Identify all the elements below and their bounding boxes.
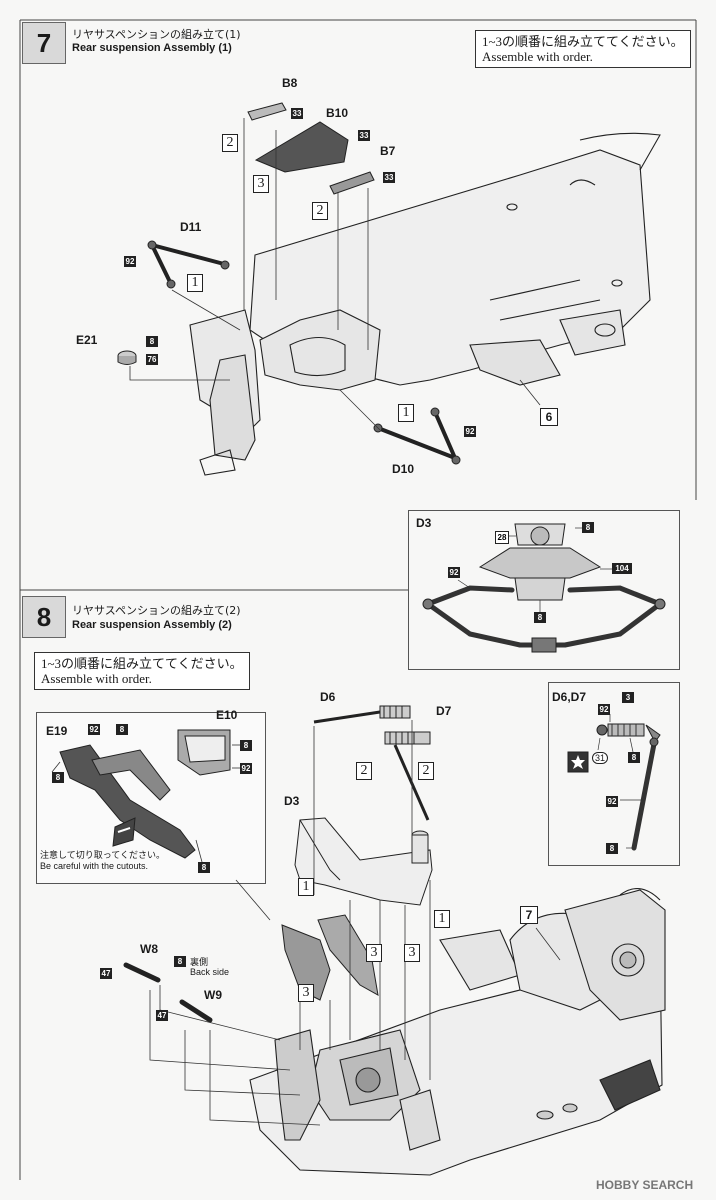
part-d3-label: D3 (284, 794, 300, 808)
ref-step-7: 7 (520, 906, 538, 924)
back-side-jp: 裏側 (190, 958, 209, 968)
order-mark-b7: 2 (312, 202, 328, 220)
b10-color-code: 33 (358, 130, 370, 141)
d3-code-8-bottom: 8 (534, 612, 546, 623)
b7-color-code: 33 (383, 172, 395, 183)
e19-code-92: 92 (88, 724, 100, 735)
order-mark-3-left: 3 (298, 984, 314, 1002)
d6d7-code-92-bottom: 92 (606, 796, 618, 807)
step7-order-note: 1~3の順番に組み立ててください。 Assemble with order. (475, 30, 691, 68)
d3-code-104: 104 (612, 563, 632, 574)
part-d10-label: D10 (392, 462, 415, 476)
step7-note-jp: 1~3の順番に組み立ててください。 (482, 34, 684, 49)
d3-code-92: 92 (448, 567, 460, 578)
order-mark-b10: 3 (253, 175, 269, 193)
ref-step-6: 6 (540, 408, 558, 426)
d6d7-code-8-bottom: 8 (606, 843, 618, 854)
part-b7-label: B7 (380, 144, 396, 158)
step7-title-en: Rear suspension Assembly (1) (72, 42, 232, 54)
w8-code-47: 47 (100, 968, 112, 979)
step7-title-jp: リヤサスペンションの組み立て(1) (72, 28, 241, 41)
d6d7-code-31: 31 (592, 752, 609, 764)
d3-code-8-top: 8 (582, 522, 594, 533)
step8-title-jp: リヤサスペンションの組み立て(2) (72, 604, 241, 617)
d11-color-code: 92 (124, 256, 136, 267)
order-mark-d3-b: 1 (434, 910, 450, 928)
e21-color-code-a: 8 (146, 336, 158, 347)
w8-code-8: 8 (174, 956, 186, 967)
part-e21-label: E21 (76, 333, 98, 347)
order-mark-d7: 2 (418, 762, 434, 780)
order-mark-b8: 2 (222, 134, 238, 152)
part-e19-label: E19 (46, 724, 68, 738)
step8-order-note: 1~3の順番に組み立ててください。 Assemble with order. (34, 652, 250, 690)
step7-note-en: Assemble with order. (482, 49, 593, 64)
order-mark-d6: 2 (356, 762, 372, 780)
part-d6-label: D6 (320, 690, 336, 704)
order-mark-d3-a: 1 (298, 878, 314, 896)
order-mark-d11: 1 (187, 274, 203, 292)
b8-color-code: 33 (291, 108, 303, 119)
part-b8-label: B8 (282, 76, 298, 90)
d3-code-28: 28 (495, 531, 509, 544)
step8-number: 8 (22, 596, 66, 638)
d6d7-inset-box (548, 682, 680, 866)
part-b10-label: B10 (326, 106, 349, 120)
step8-note-en: Assemble with order. (41, 671, 152, 686)
step8-title-en: Rear suspension Assembly (2) (72, 619, 232, 631)
e21-color-code-b: 76 (146, 354, 158, 365)
order-mark-d10: 1 (398, 404, 414, 422)
step8-note-jp: 1~3の順番に組み立ててください。 (41, 656, 243, 671)
e10-code-8-a: 8 (240, 740, 252, 751)
d6d7-code-3: 3 (622, 692, 634, 703)
order-mark-3-mid-a: 3 (366, 944, 382, 962)
cutout-note-en: Be careful with the cutouts. (40, 861, 149, 871)
part-w9-label: W9 (204, 988, 222, 1002)
e10-code-92: 92 (240, 763, 252, 774)
d6d7-code-8-mid: 8 (628, 752, 640, 763)
part-d11-label: D11 (180, 220, 202, 234)
w9-code-47: 47 (156, 1010, 168, 1021)
d6d7-inset-title: D6,D7 (552, 690, 587, 704)
cutout-note-jp: 注意して切り取ってください。 (40, 851, 166, 861)
e19-code-8-b: 8 (52, 772, 64, 783)
part-e10-label: E10 (216, 708, 238, 722)
e19-code-8-a: 8 (116, 724, 128, 735)
step7-number: 7 (22, 22, 66, 64)
e10-code-8-b: 8 (198, 862, 210, 873)
part-d7-label: D7 (436, 704, 452, 718)
part-w8-label: W8 (140, 942, 158, 956)
hobby-search-watermark: HOBBY SEARCH (596, 1178, 694, 1192)
back-side-en: Back side (190, 967, 230, 977)
d6d7-code-92-top: 92 (598, 704, 610, 715)
d3-inset-title: D3 (416, 516, 432, 530)
order-mark-3-mid-b: 3 (404, 944, 420, 962)
d10-color-code: 92 (464, 426, 476, 437)
